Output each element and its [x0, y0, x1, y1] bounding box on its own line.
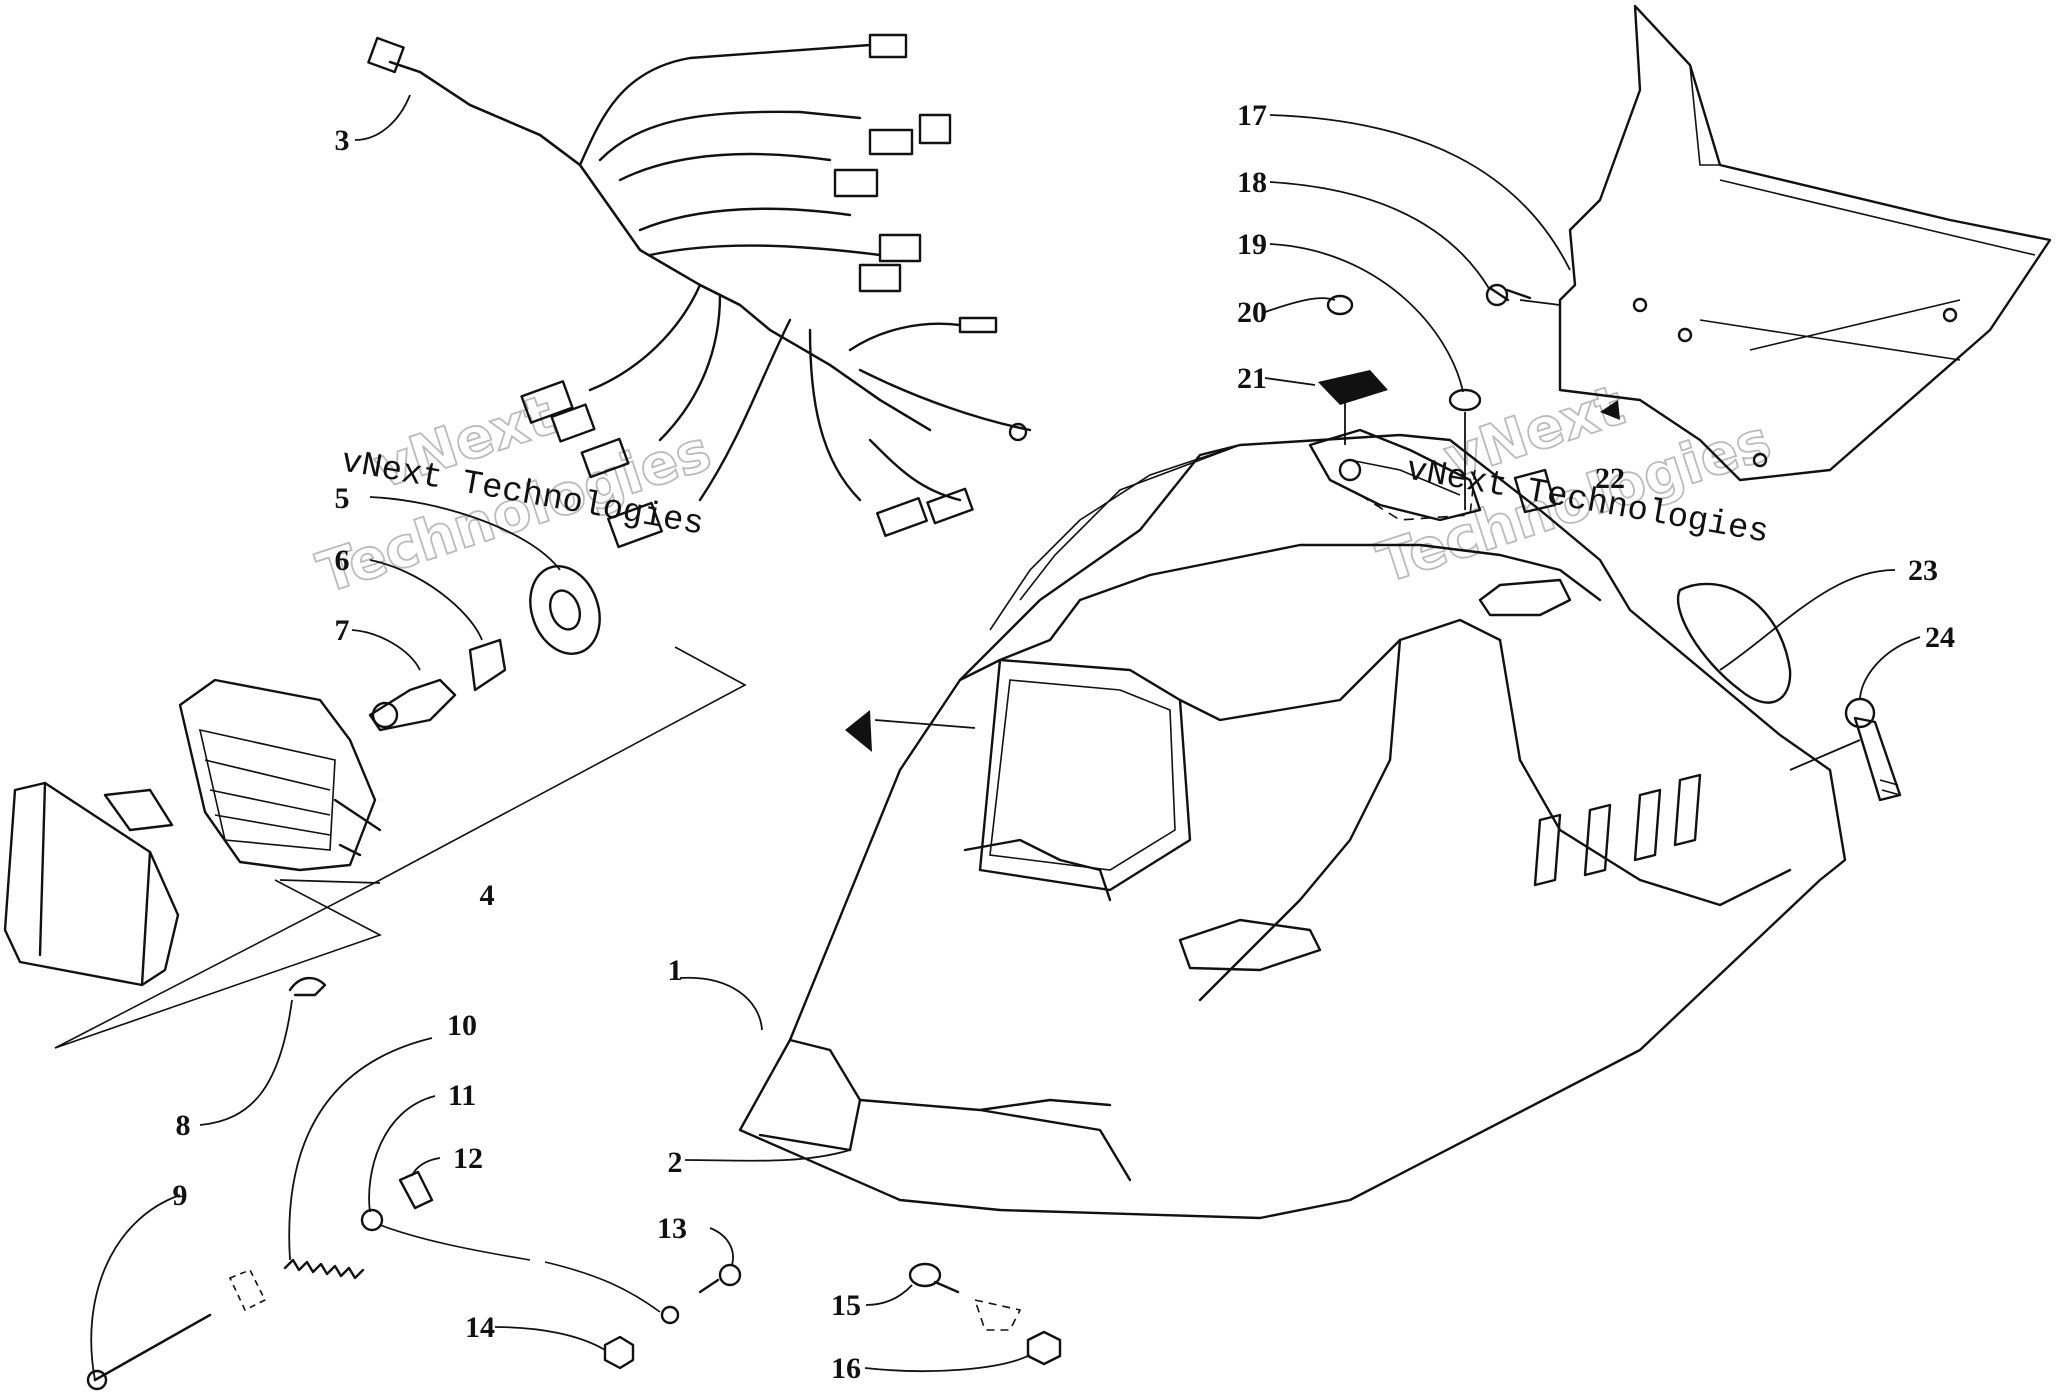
part-pad [1318, 370, 1388, 405]
part-windshield-fastener [1485, 283, 1532, 307]
part-hairpin-clip [288, 976, 327, 997]
callout-21: 21 [1237, 362, 1267, 395]
callout-3: 3 [335, 124, 350, 157]
part-hood [738, 428, 1847, 1220]
callout-17: 17 [1237, 99, 1267, 132]
callout-19: 19 [1237, 228, 1267, 261]
part-spring [283, 1258, 365, 1280]
part-cable [360, 1208, 680, 1325]
callout-1: 1 [668, 954, 683, 987]
callout-5: 5 [335, 482, 350, 515]
part-washer [973, 1298, 1022, 1331]
callout-20: 20 [1237, 296, 1267, 329]
callout-10: 10 [447, 1009, 477, 1042]
part-grommet [1326, 294, 1354, 316]
callout-14: 14 [465, 1311, 495, 1344]
part-oval-decal [1676, 582, 1792, 704]
callout-15: 15 [831, 1289, 861, 1322]
callout-7: 7 [335, 614, 350, 647]
callout-8: 8 [176, 1109, 191, 1142]
part-screw-15 [908, 1262, 960, 1294]
callout-13: 13 [657, 1212, 687, 1245]
part-headlight-assembly [3, 565, 747, 1049]
leader-lines [90, 94, 1921, 1381]
part-windshield [1558, 4, 2052, 482]
part-switch [1513, 468, 1557, 514]
part-long-bolt [86, 1313, 212, 1391]
callout-9: 9 [173, 1179, 188, 1212]
arrow-marker-left [845, 710, 872, 752]
part-nut-14 [603, 1335, 635, 1370]
part-screw-13 [698, 1263, 742, 1294]
arrow-marker-right [1600, 400, 1620, 420]
callout-labels: 1 2 3 4 5 6 7 8 9 10 11 12 13 14 15 16 1… [173, 99, 1956, 1385]
part-wiring-harness [367, 33, 1032, 549]
callout-12: 12 [453, 1142, 483, 1175]
part-tether-key [1844, 697, 1902, 802]
callout-18: 18 [1237, 166, 1267, 199]
part-spacer [228, 1268, 267, 1312]
callout-23: 23 [1908, 554, 1938, 587]
part-cable-clip [398, 1170, 434, 1210]
callout-6: 6 [335, 544, 350, 577]
callout-4: 4 [480, 879, 495, 912]
callout-22: 22 [1595, 462, 1625, 495]
callout-11: 11 [448, 1079, 476, 1112]
callout-24: 24 [1925, 621, 1955, 654]
part-nut-16 [1026, 1330, 1062, 1366]
callout-2: 2 [668, 1146, 683, 1179]
callout-16: 16 [831, 1352, 861, 1385]
part-plug [1448, 388, 1482, 412]
